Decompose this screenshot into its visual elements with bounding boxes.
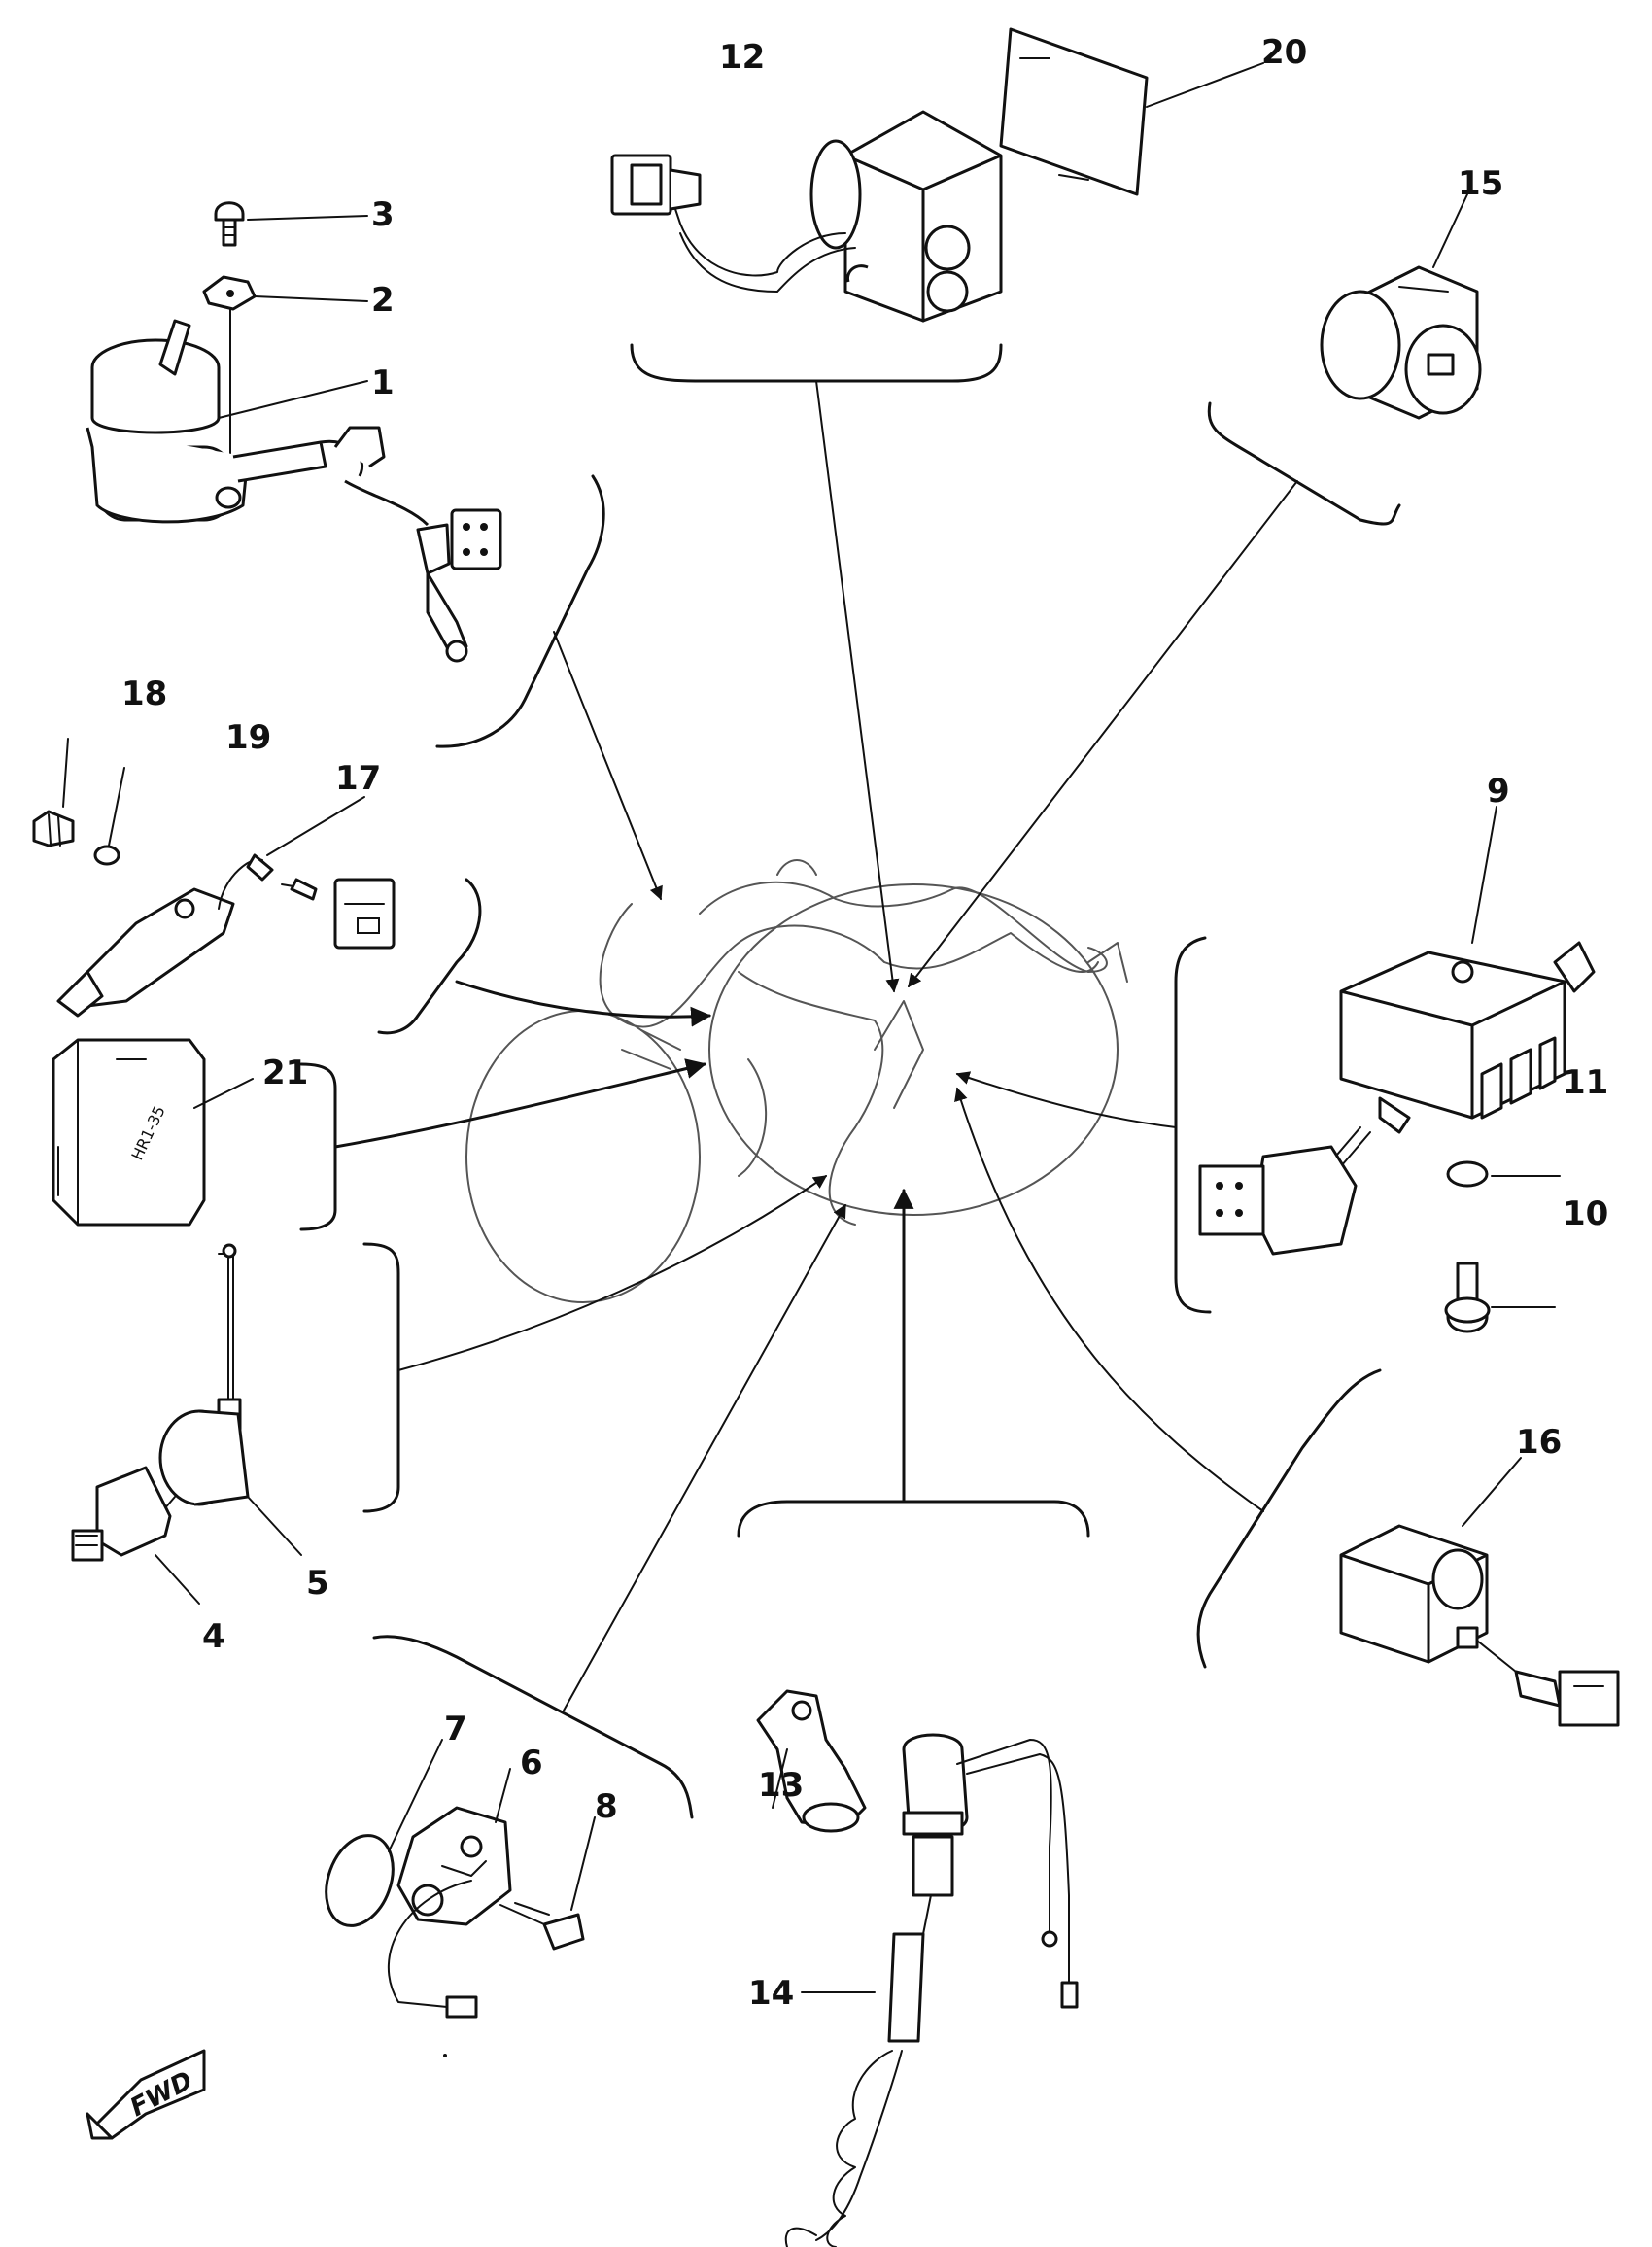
starter-relay-12-icon xyxy=(610,110,1003,323)
callout-3: 3 xyxy=(371,195,395,234)
callout-2: 2 xyxy=(371,281,395,320)
regulator-9-10-11-assembly xyxy=(1198,941,1596,1333)
callout-9: 9 xyxy=(1487,772,1510,811)
plate-2-icon xyxy=(202,275,257,311)
brake-switch-13-14-assembly xyxy=(756,1689,1079,2247)
bracket-relay-unit xyxy=(299,1062,337,1231)
forward-direction-icon xyxy=(86,2049,206,2140)
bracket-oil-sensor xyxy=(362,1242,400,1513)
callout-16: 16 xyxy=(1516,1423,1562,1462)
callout-17: 17 xyxy=(335,759,381,798)
oil-sensor-4-5-assembly xyxy=(71,1243,250,1562)
bracket-cover xyxy=(372,1635,694,1819)
bracket-regulator xyxy=(1174,936,1212,1314)
bracket-brake-switch xyxy=(737,1500,1090,1538)
callout-10: 10 xyxy=(1563,1194,1608,1233)
sensor-17-18-19-assembly xyxy=(32,810,396,1018)
callout-15: 15 xyxy=(1458,164,1503,203)
switch-body-1-icon xyxy=(86,319,502,663)
bracket-relay xyxy=(630,343,1003,383)
callout-5: 5 xyxy=(306,1564,329,1603)
callout-21: 21 xyxy=(262,1054,308,1092)
callout-19: 19 xyxy=(225,718,271,757)
callout-18: 18 xyxy=(121,674,167,713)
callout-4: 4 xyxy=(202,1617,225,1656)
callout-1: 1 xyxy=(371,363,395,402)
callout-8: 8 xyxy=(595,1787,618,1826)
bracket-switch xyxy=(435,474,605,748)
callout-13: 13 xyxy=(758,1766,804,1805)
flasher-relay-15-icon xyxy=(1320,265,1482,420)
callout-14: 14 xyxy=(748,1974,794,2013)
bracket-flasher xyxy=(1207,401,1401,526)
bracket-relay-16 xyxy=(1196,1368,1382,1669)
relay-unit-21-icon xyxy=(52,1038,206,1227)
panel-20-icon xyxy=(999,27,1149,196)
screw-3-icon xyxy=(214,201,245,247)
callout-11: 11 xyxy=(1563,1063,1608,1102)
cover-6-7-8-assembly xyxy=(325,1806,585,2019)
callout-12: 12 xyxy=(719,38,765,77)
callout-7: 7 xyxy=(444,1710,467,1748)
callout-20: 20 xyxy=(1261,33,1307,72)
frame-outline xyxy=(465,859,1128,1303)
main-switch-assembly xyxy=(86,201,502,663)
relay-16-icon xyxy=(1339,1524,1620,1727)
callout-6: 6 xyxy=(520,1744,543,1782)
bracket-sensor xyxy=(377,878,482,1035)
